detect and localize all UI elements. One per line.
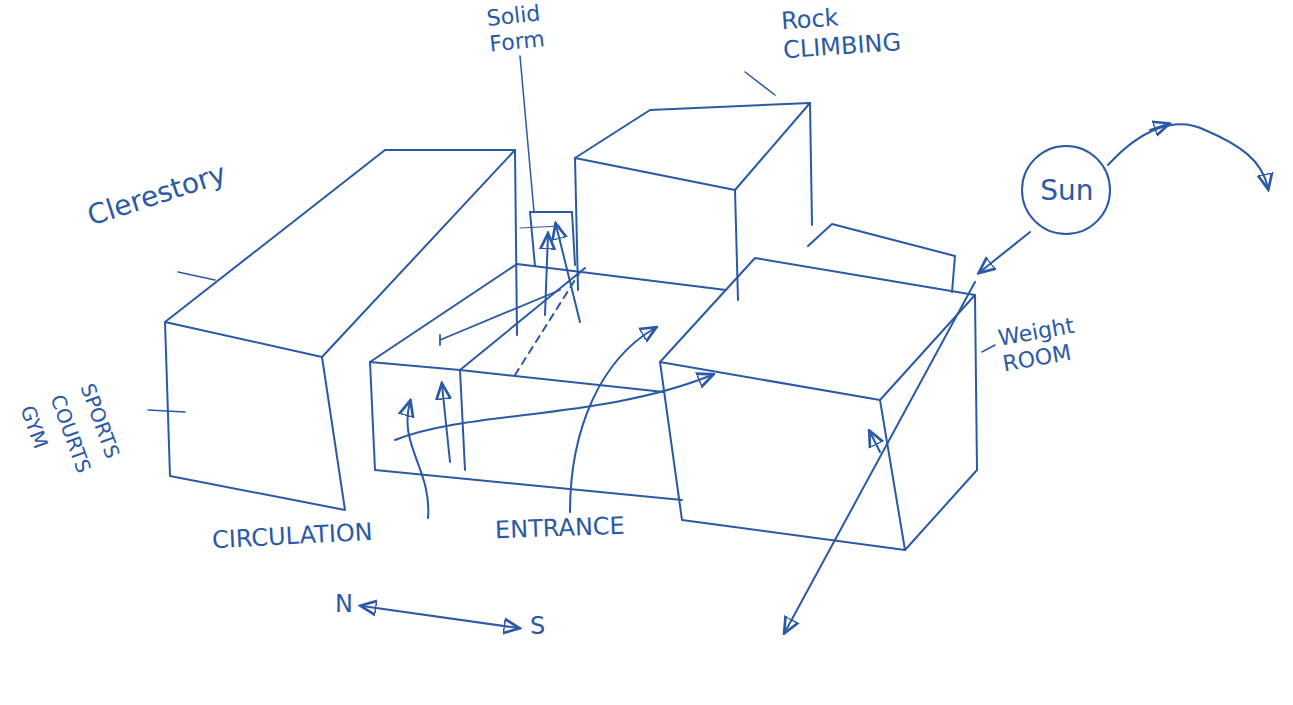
- sun-circle: Sun: [1020, 144, 1112, 236]
- sketch-label: N: [335, 590, 353, 619]
- sketch-label: SPORTS COURTS GYM: [12, 379, 141, 517]
- sketch-label: Weight ROOM: [996, 307, 1115, 378]
- node-text: Sun: [1039, 174, 1094, 207]
- sketch-label: ENTRANCE: [495, 512, 626, 545]
- sketch-label: S: [530, 612, 545, 641]
- sketch-label: Solid Form: [485, 0, 564, 59]
- sketch-label: Clerestory: [83, 157, 230, 233]
- sketch-label: CIRCULATION: [211, 518, 373, 555]
- sketch-label: Rock CLIMBING: [780, 0, 934, 65]
